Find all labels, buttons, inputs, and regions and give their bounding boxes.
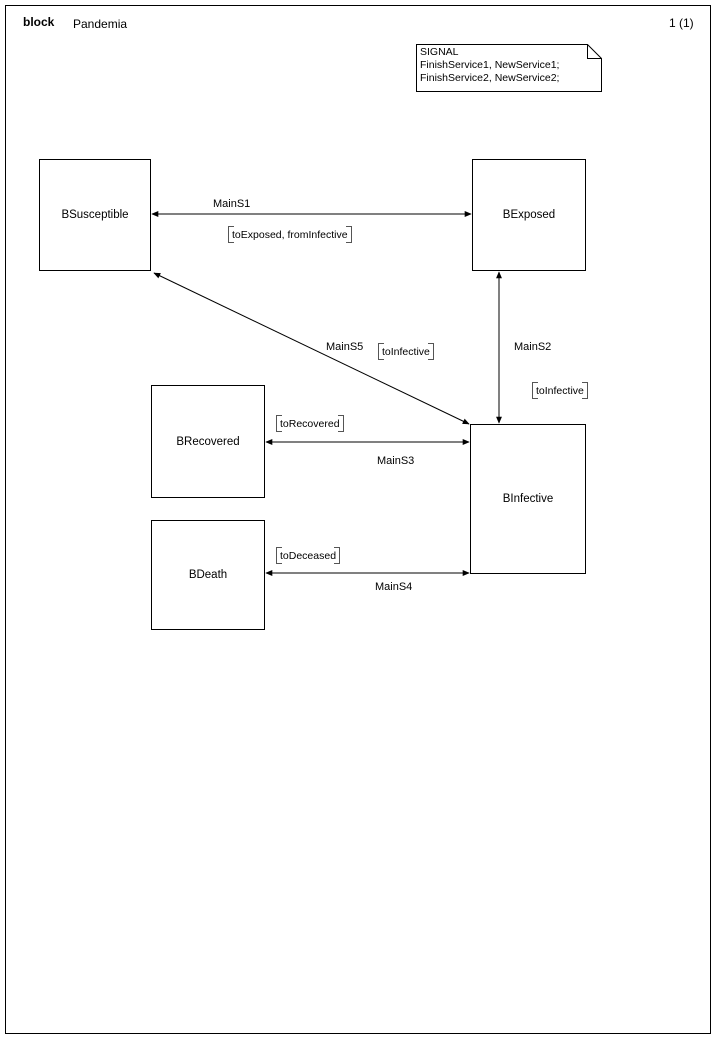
- bracket-right-icon: [337, 415, 344, 432]
- page-title: Pandemia: [73, 17, 128, 31]
- channel-name-mains3: MainS3: [377, 455, 415, 467]
- bracket-right-icon: [581, 382, 588, 399]
- bracket-left-icon: [276, 415, 282, 432]
- block-label-bsusceptible: BSusceptible: [61, 209, 129, 221]
- block-brecovered[interactable]: BRecovered: [151, 385, 265, 498]
- bracket-right-icon: [334, 547, 341, 564]
- block-label-bexposed: BExposed: [502, 209, 556, 221]
- block-bsusceptible[interactable]: BSusceptible: [39, 159, 151, 271]
- bracket-right-icon: [345, 226, 352, 243]
- signal-list-mains2: toInfective: [532, 382, 588, 399]
- block-bexposed[interactable]: BExposed: [472, 159, 586, 271]
- signal-list-text-mains3: toRecovered: [280, 417, 340, 430]
- channel-name-mains4: MainS4: [375, 581, 413, 593]
- block-bdeath[interactable]: BDeath: [151, 520, 265, 630]
- bracket-right-icon: [427, 343, 434, 360]
- channel-name-mains1: MainS1: [213, 198, 251, 210]
- block-label-binfective: BInfective: [502, 493, 554, 505]
- channel-name-mains5: MainS5: [326, 341, 364, 353]
- signal-list-text-mains4: toDeceased: [280, 549, 337, 562]
- signal-list-text-mains2: toInfective: [536, 384, 584, 397]
- block-label-bdeath: BDeath: [188, 569, 228, 581]
- bracket-left-icon: [228, 226, 234, 243]
- bracket-left-icon: [532, 382, 538, 399]
- signal-list-mains4: toDeceased: [276, 547, 341, 564]
- bracket-left-icon: [276, 547, 282, 564]
- signal-list-mains5: toInfective: [378, 343, 434, 360]
- note-folded-corner-icon: [416, 44, 602, 92]
- signal-list-text-mains5: toInfective: [382, 345, 430, 358]
- signal-list-mains3: toRecovered: [276, 415, 344, 432]
- signal-declaration-text: SIGNAL FinishService1, NewService1; Fini…: [420, 46, 560, 84]
- diagram-kind-label: block: [23, 15, 55, 29]
- page-number-indicator: 1 (1): [669, 16, 694, 30]
- channel-name-mains2: MainS2: [514, 341, 552, 353]
- block-binfective[interactable]: BInfective: [470, 424, 586, 574]
- signal-list-mains1: toExposed, fromInfective: [228, 226, 352, 243]
- block-label-brecovered: BRecovered: [176, 435, 240, 448]
- signal-declaration-note: SIGNAL FinishService1, NewService1; Fini…: [416, 44, 602, 92]
- signal-list-text-mains1: toExposed, fromInfective: [232, 228, 348, 241]
- bracket-left-icon: [378, 343, 384, 360]
